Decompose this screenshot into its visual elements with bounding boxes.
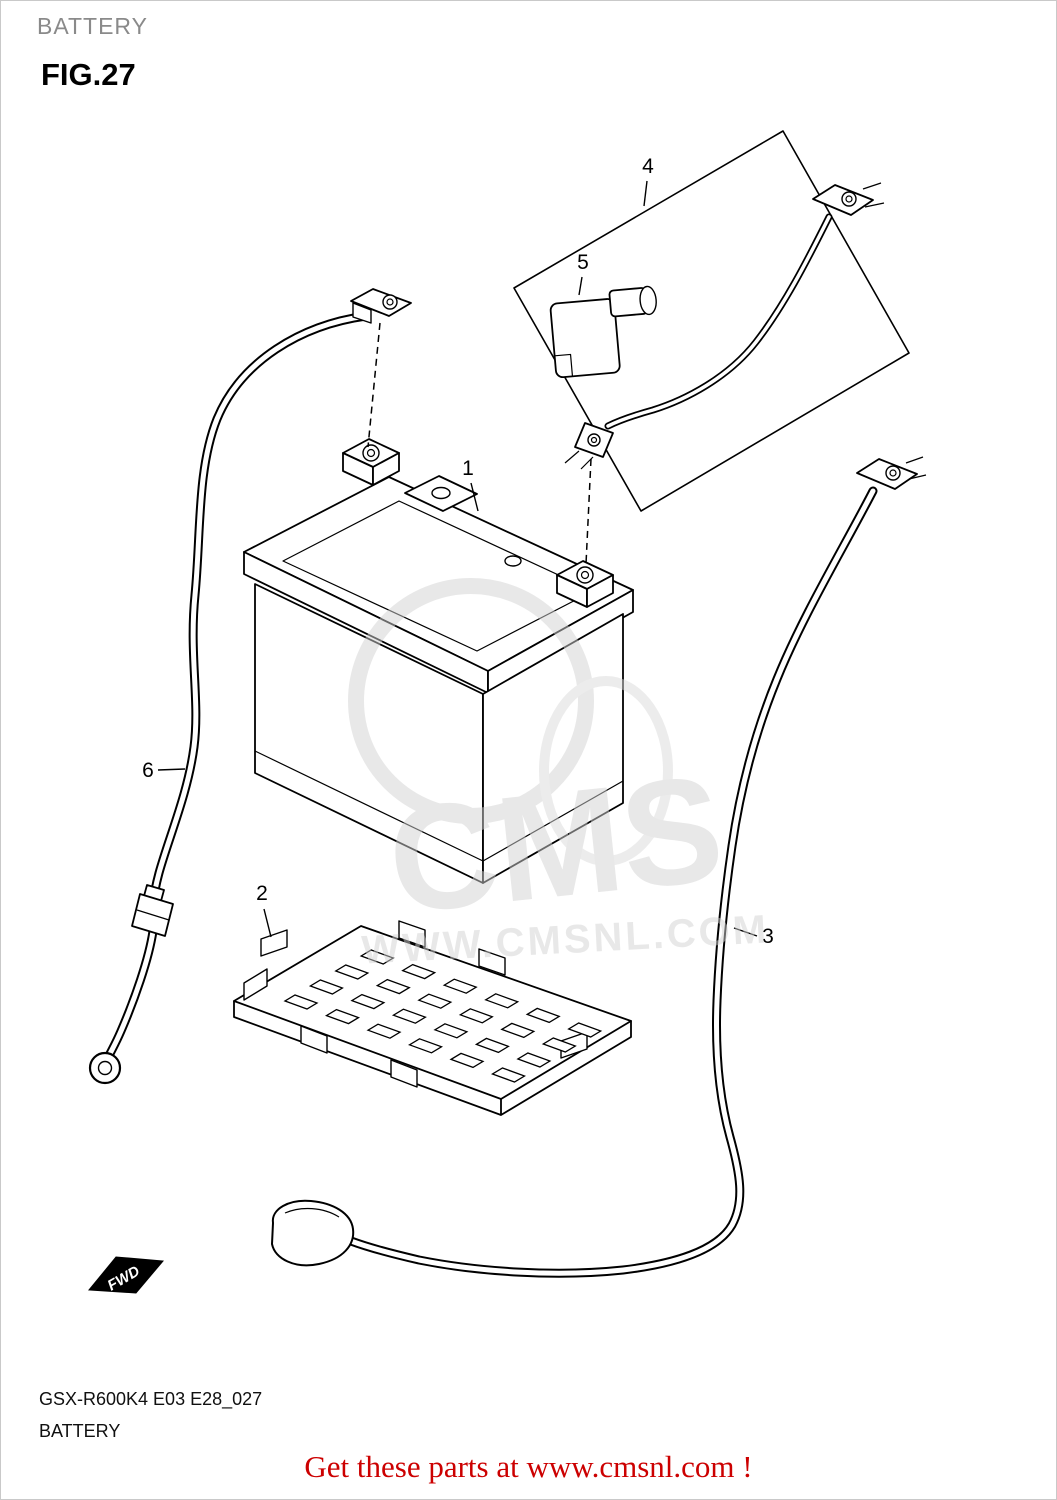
tray-slot bbox=[516, 1052, 552, 1068]
callout-4: 4 bbox=[642, 155, 654, 178]
cable-right-terminal bbox=[856, 456, 927, 490]
assembly-line-left bbox=[367, 322, 381, 448]
tray-slot bbox=[458, 1008, 494, 1024]
battery-bracket bbox=[404, 475, 522, 567]
battery-terminal-left bbox=[342, 438, 400, 486]
cable-boot bbox=[271, 1199, 355, 1267]
figure-label: FIG.27 bbox=[41, 57, 136, 92]
inline-connector bbox=[131, 884, 174, 937]
cable4-top-terminal bbox=[812, 182, 885, 216]
footer-code: GSX-R600K4 E03 E28_027 bbox=[39, 1389, 263, 1409]
tray-slot bbox=[474, 1037, 510, 1054]
tray-slot bbox=[407, 1038, 444, 1054]
page-title: BATTERY bbox=[37, 13, 148, 39]
cable4-fork-terminal bbox=[564, 422, 614, 470]
tray-slot bbox=[359, 949, 395, 965]
tray-slot bbox=[283, 994, 319, 1010]
cable-left bbox=[88, 288, 412, 1085]
tray-slot bbox=[490, 1067, 527, 1083]
tray-slot bbox=[541, 1037, 577, 1053]
tray-slot bbox=[417, 993, 453, 1009]
tray-slot bbox=[324, 1008, 361, 1025]
tray-slot bbox=[442, 978, 478, 994]
callout-5: 5 bbox=[577, 251, 589, 274]
tray-slot bbox=[401, 963, 437, 980]
battery bbox=[243, 438, 634, 884]
terminal-cover bbox=[549, 285, 657, 379]
callout-6: 6 bbox=[142, 759, 154, 782]
callout-1: 1 bbox=[462, 457, 474, 480]
battery-tray bbox=[233, 920, 632, 1116]
callout-2: 2 bbox=[256, 882, 268, 905]
assembly-line-right bbox=[585, 458, 592, 565]
callout-3: 3 bbox=[762, 925, 774, 948]
tray-slot bbox=[525, 1007, 561, 1024]
callouts: 1 2 3 4 5 6 bbox=[142, 155, 774, 948]
tray-slot bbox=[350, 993, 386, 1010]
footer-title: BATTERY bbox=[39, 1421, 121, 1441]
fwd-arrow-icon: FWD bbox=[87, 1256, 165, 1295]
tray-slot bbox=[334, 964, 370, 980]
cable-assembly-box bbox=[513, 130, 910, 512]
tray-slot bbox=[391, 1008, 427, 1024]
ring-terminal bbox=[88, 1051, 122, 1085]
tray-slot bbox=[366, 1023, 402, 1039]
tray-slot bbox=[375, 978, 411, 995]
tray-slots bbox=[283, 949, 603, 1083]
tray-slot bbox=[308, 979, 344, 995]
tray-slot bbox=[500, 1022, 536, 1039]
tray-slot bbox=[484, 993, 520, 1009]
tray-slot bbox=[567, 1022, 603, 1038]
tray-slot bbox=[449, 1052, 485, 1069]
promo-link[interactable]: Get these parts at www.cmsnl.com ! bbox=[304, 1449, 753, 1484]
cable-right bbox=[271, 456, 927, 1278]
tray-slot bbox=[433, 1023, 469, 1039]
cable-left-terminal bbox=[350, 288, 412, 324]
